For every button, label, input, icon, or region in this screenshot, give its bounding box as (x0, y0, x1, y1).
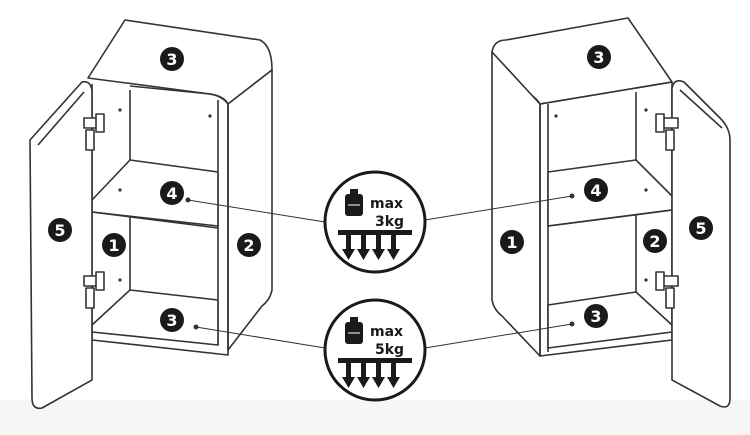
right-pin-holes (554, 108, 648, 282)
left-cabinet-labels: 3 4 3 1 2 5 (48, 47, 261, 332)
right-hinge-bottom (655, 271, 679, 309)
floor-shadow (0, 400, 750, 435)
right-door-edge (679, 89, 723, 129)
leader-right-upper (424, 195, 573, 221)
right-door (671, 80, 731, 408)
left-door (29, 80, 93, 410)
right-side2-label-bg (643, 229, 667, 253)
leader-left-lower (195, 326, 326, 349)
right-cabinet (491, 17, 731, 408)
load-badge-3kg: max 3kg (323, 170, 427, 274)
weight-icon (345, 317, 363, 344)
left-door5-label: 5 (54, 221, 65, 240)
left-door5-label-bg (48, 218, 72, 242)
right-top-label: 3 (593, 48, 604, 67)
right-shelf4-label: 4 (590, 181, 601, 200)
left-side2-label: 2 (243, 236, 254, 255)
left-pin-holes (118, 108, 212, 282)
shelf-load-arrows-icon (338, 230, 412, 260)
right-cabinet-labels: 3 4 3 1 2 5 (500, 45, 713, 328)
weight-icon (345, 189, 363, 216)
left-side1-label-bg (102, 233, 126, 257)
left-top-label-bg (160, 47, 184, 71)
left-top-label: 3 (166, 50, 177, 69)
right-middle-shelf-front (547, 209, 673, 227)
right-door5-label-bg (689, 216, 713, 240)
left-shelf4-label: 4 (166, 184, 177, 203)
left-side1-label: 1 (108, 236, 119, 255)
left-front-frame (91, 84, 229, 356)
right-side2-label: 2 (649, 232, 660, 251)
right-door5-label: 5 (695, 219, 706, 238)
leader-lines (185, 193, 575, 349)
shelf-load-arrows-icon (338, 358, 412, 388)
right-bottom-shelf (547, 291, 673, 349)
left-shelf4-label-bg (160, 181, 184, 205)
leader-left-upper (187, 199, 326, 223)
badge2-max-label: max (370, 324, 403, 340)
left-hinge-top (83, 113, 105, 151)
right-top-label-bg (587, 45, 611, 69)
left-hinge-bottom (83, 271, 105, 309)
left-cabinet (29, 19, 273, 410)
left-side2-label-bg (237, 233, 261, 257)
leader-right-lower (424, 323, 573, 349)
badge1-max-label: max (370, 196, 403, 212)
right-shelf3-label: 3 (590, 307, 601, 326)
right-shelf3-label-bg (584, 304, 608, 328)
right-side1-label-bg (500, 230, 524, 254)
left-middle-shelf (91, 159, 219, 227)
load-badge-5kg: max 5kg (323, 298, 427, 402)
right-left-side-outer (491, 51, 541, 357)
right-hinge-top (655, 113, 679, 151)
left-shelf3-label-bg (160, 308, 184, 332)
right-side1-label: 1 (506, 233, 517, 252)
right-shelf4-label-bg (584, 178, 608, 202)
right-middle-shelf (547, 159, 673, 227)
left-middle-shelf-front (91, 211, 219, 229)
badge1-weight: 3kg (375, 214, 404, 230)
left-shelf3-label: 3 (166, 311, 177, 330)
badge2-weight: 5kg (375, 342, 404, 358)
left-bottom-shelf (91, 289, 219, 346)
left-door-edge (37, 91, 85, 146)
